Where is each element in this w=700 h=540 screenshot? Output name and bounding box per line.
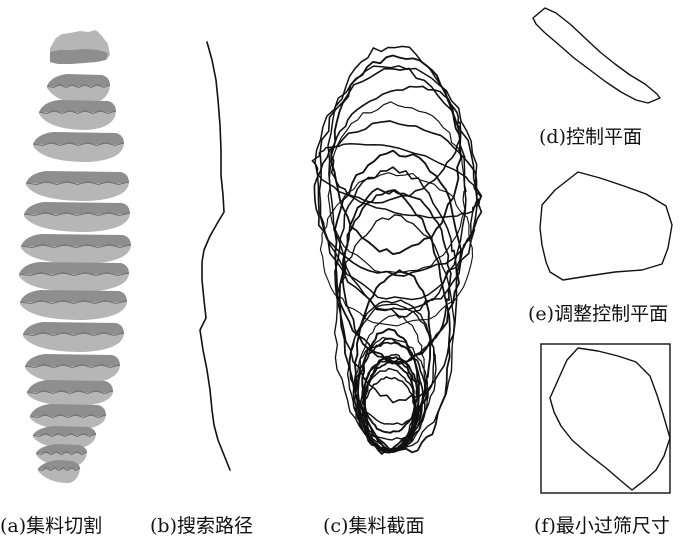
slab-side-band [47, 86, 110, 104]
slab-top-face [26, 171, 129, 183]
section-contour [313, 120, 483, 277]
slab-top-face [33, 132, 124, 144]
slab-side-band [21, 246, 131, 264]
section-contour [363, 361, 416, 453]
search-path-line [199, 41, 231, 471]
contour-group [311, 45, 483, 455]
control-plane-outline [532, 7, 661, 104]
slab-top-face [25, 354, 120, 366]
slab-top-face [23, 322, 124, 334]
slab-side-band [24, 214, 130, 232]
slab-top-face [36, 444, 87, 453]
section-contour [333, 149, 462, 364]
slab-rim [25, 181, 130, 186]
slab-top-face [39, 100, 116, 112]
caption-c: (c)集料截面 [323, 515, 424, 537]
caption-d: (d)控制平面 [539, 126, 642, 148]
slab-side-band [27, 392, 113, 406]
section-contour [330, 85, 462, 204]
slab-side-band [20, 302, 127, 320]
slab-top-face [21, 234, 131, 246]
slab-side-band [39, 112, 116, 130]
slab-rim [32, 142, 125, 147]
slab-top-face [33, 426, 96, 435]
slab-rim [18, 272, 130, 277]
panel-b-search-path [199, 41, 231, 471]
slab-rim [23, 212, 131, 217]
slab-top-face [24, 202, 130, 214]
section-contour [346, 303, 437, 441]
section-contour [333, 214, 455, 451]
panel-c-section-contours [311, 45, 483, 455]
panel-a-aggregate-slices [18, 30, 132, 483]
section-contour [338, 187, 451, 454]
slab-rim [20, 244, 132, 249]
section-contour [327, 101, 467, 274]
slab-rim [26, 390, 114, 395]
slab-top-face [20, 290, 127, 302]
section-contour [319, 172, 474, 327]
section-contour [341, 189, 452, 363]
sieve-bounding-box [540, 343, 671, 494]
slab-rim [22, 332, 125, 337]
caption-b: (b)搜索路径 [150, 515, 253, 537]
slab-rim [38, 110, 117, 115]
section-contour [318, 67, 479, 312]
section-contour [314, 65, 478, 301]
slab-rim [32, 433, 97, 438]
slab-stack [18, 74, 132, 483]
panel-f-min-sieve [540, 343, 671, 494]
slab-side-band [38, 469, 80, 483]
slab-top-face [19, 262, 129, 274]
slab-top-cap-face [50, 49, 108, 64]
panel-e-adjusted-plane [539, 171, 673, 281]
panel-d-control-plane [532, 7, 661, 104]
slab-side-band [25, 366, 120, 384]
slab-side-band [26, 183, 129, 201]
slab-side-band [23, 334, 124, 352]
section-contour [362, 356, 419, 434]
caption-e: (e)调整控制平面 [528, 303, 668, 325]
slab-rim [37, 467, 81, 472]
slab-rim [35, 451, 88, 456]
slab-top-face [47, 74, 110, 86]
section-contour [353, 269, 432, 455]
sieve-particle-outline [549, 347, 671, 491]
slab-side-band [30, 416, 106, 430]
section-contour [330, 54, 462, 256]
slab-rim [46, 84, 111, 89]
slab-rim [19, 300, 128, 305]
caption-a: (a)集料切割 [0, 515, 102, 537]
caption-f: (f)最小过筛尺寸 [534, 515, 670, 537]
slab-top-face [30, 404, 106, 416]
adjusted-plane-outline [539, 171, 673, 281]
slab-top-face [38, 460, 80, 469]
slab-side-band [33, 144, 124, 162]
slab-side-band [19, 274, 129, 292]
slab-rim [29, 414, 107, 419]
slab-top-face [27, 380, 113, 392]
slab-rim [24, 364, 121, 369]
section-contour [311, 142, 482, 219]
